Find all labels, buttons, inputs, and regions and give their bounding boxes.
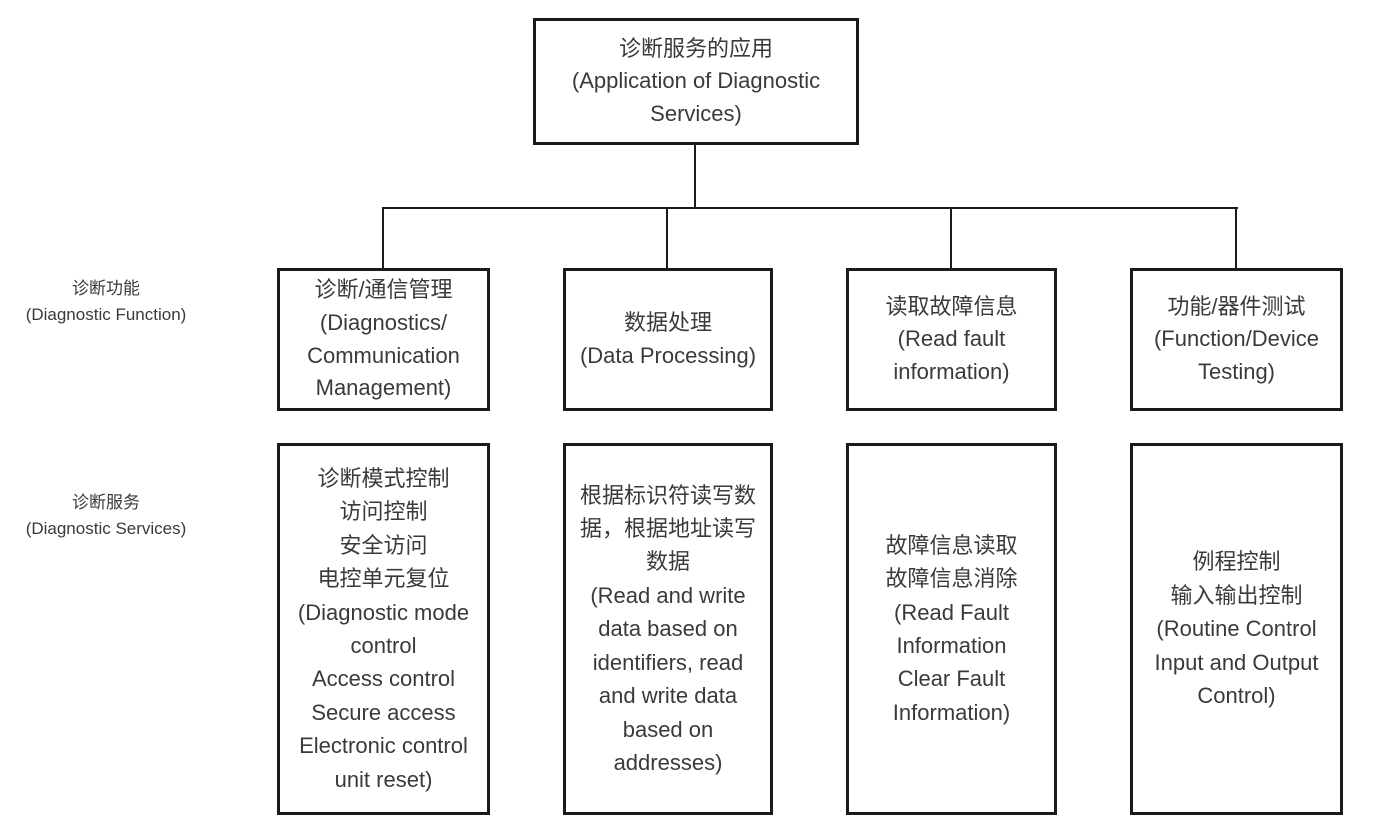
root-node-application-of-diagnostic-services: 诊断服务的应用 (Application of Diagnostic Servi… [533,18,859,145]
connector-horizontal [382,207,1238,209]
service-node-diagnostic-mode-control: 诊断模式控制 访问控制 安全访问 电控单元复位 (Diagnostic mode… [277,443,490,815]
row-label-diagnostic-services: 诊断服务 (Diagnostic Services) [25,493,187,539]
function-node-read-fault-information: 读取故障信息 (Read fault information) [846,268,1057,411]
function-node-data-processing: 数据处理 (Data Processing) [563,268,773,411]
service-node-read-write-data: 根据标识符读写数 据，根据地址读写 数据 (Read and write dat… [563,443,773,815]
connector-drop-2 [666,209,668,268]
function-node-diagnostics-communication-management: 诊断/通信管理 (Diagnostics/ Communication Mana… [277,268,490,411]
function-node-function-device-testing: 功能/器件测试 (Function/Device Testing) [1130,268,1343,411]
service-node-fault-information: 故障信息读取 故障信息消除 (Read Fault Information Cl… [846,443,1057,815]
service-node-routine-io-control: 例程控制 输入输出控制 (Routine Control Input and O… [1130,443,1343,815]
connector-drop-4 [1235,209,1237,268]
connector-drop-1 [382,209,384,268]
row-label-diagnostic-function: 诊断功能 (Diagnostic Function) [25,279,187,325]
connector-drop-3 [950,209,952,268]
connector-root-stem [694,145,696,208]
